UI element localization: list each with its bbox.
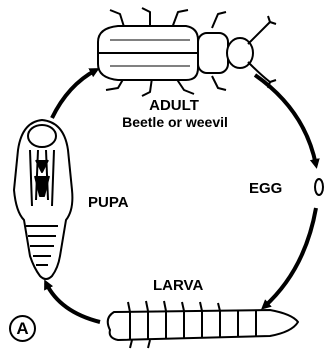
pupa-icon — [14, 120, 72, 279]
pupa-label: PUPA — [88, 194, 129, 211]
adult-label: ADULT — [135, 97, 213, 114]
adult-sublabel: Beetle or weevil — [100, 114, 250, 130]
arrow-larva-to-pupa — [46, 283, 100, 322]
larva-icon — [108, 301, 298, 348]
arrow-pupa-to-adult — [52, 70, 96, 118]
egg-label: EGG — [249, 180, 282, 197]
egg-icon — [315, 179, 323, 195]
arrow-adult-to-egg — [255, 75, 316, 165]
arrow-egg-to-larva — [264, 208, 316, 307]
panel-letter-badge: A — [9, 315, 36, 342]
larva-label: LARVA — [153, 277, 203, 294]
adult-beetle-icon — [98, 8, 276, 96]
